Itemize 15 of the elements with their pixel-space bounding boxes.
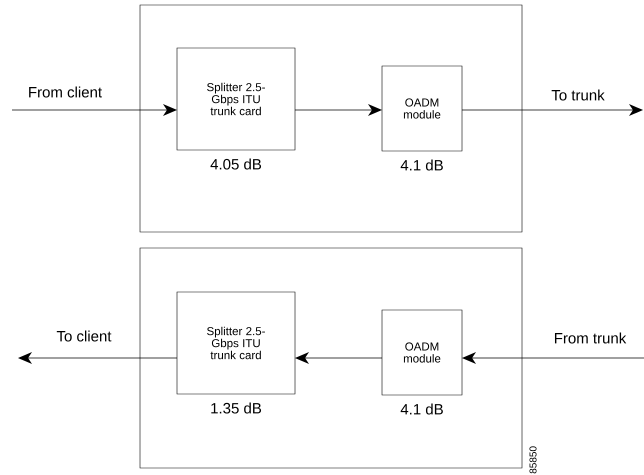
edge-label: To trunk: [550, 88, 606, 102]
loss-label: 4.1 dB: [400, 404, 443, 415]
module-box: OADM module: [382, 66, 462, 152]
loss-label: 1.35 dB: [211, 402, 262, 414]
edge-label: From trunk: [552, 332, 628, 345]
shelf-box: [140, 248, 522, 468]
loss-label: 4.1 dB: [400, 160, 443, 171]
module-box: Splitter 2.5-Gbps ITU trunk card: [176, 48, 296, 150]
loss-label: 4.05 dB: [210, 158, 262, 170]
module-box: Splitter 2.5-Gbps ITU trunk card: [176, 292, 296, 394]
edge-label: From client: [26, 86, 104, 98]
figure-number: 85850: [529, 446, 537, 474]
module-box: OADM module: [382, 310, 462, 396]
shelf-box: [140, 4, 522, 232]
edge-label: To client: [56, 330, 113, 343]
